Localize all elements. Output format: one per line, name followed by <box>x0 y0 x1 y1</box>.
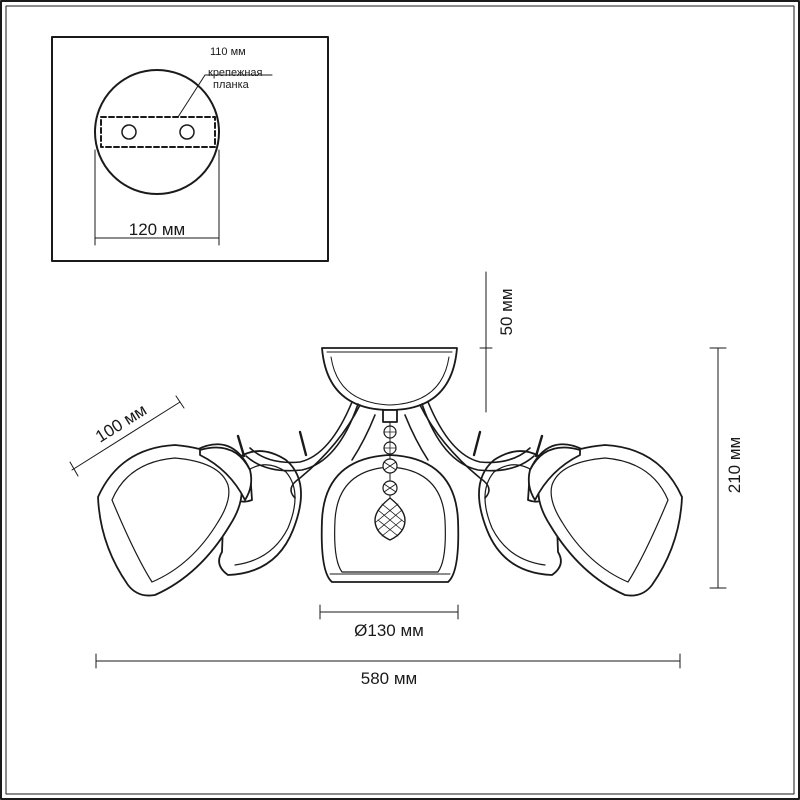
crystal-pendant <box>374 421 406 541</box>
mount-plate-inset <box>51 36 329 262</box>
inner-frame <box>5 5 795 795</box>
screw-hole-right <box>179 124 195 140</box>
mount-plate-outline <box>100 116 216 148</box>
shade-dim-line <box>71 401 181 471</box>
plate-name-line2: планка <box>213 79 250 91</box>
shade-dim-tick-left <box>69 461 79 477</box>
inset-frame <box>51 36 329 262</box>
plate-name-line1: крепежная <box>208 67 263 79</box>
plate-length-label: 110 мм <box>210 46 246 58</box>
shade-dim-tick-right <box>175 395 185 409</box>
shade-front-right <box>527 444 683 597</box>
plate-leader-line <box>177 74 206 118</box>
chandelier-drawing <box>97 347 683 597</box>
arms <box>236 401 544 499</box>
shade-diameter-label: Ø130 мм <box>354 621 424 640</box>
canopy <box>321 347 458 411</box>
stem <box>382 409 398 423</box>
dimension-lines <box>69 271 727 669</box>
base-diameter-label: 120 мм <box>129 220 185 239</box>
total-height-label: 210 мм <box>725 437 744 493</box>
canopy-height-label: 50 мм <box>497 288 516 335</box>
canopy-inner-contour <box>330 356 450 406</box>
base-circle <box>94 69 220 195</box>
total-width-label: 580 мм <box>361 669 417 688</box>
screw-hole-left <box>121 124 137 140</box>
shade-front-left <box>97 444 253 597</box>
